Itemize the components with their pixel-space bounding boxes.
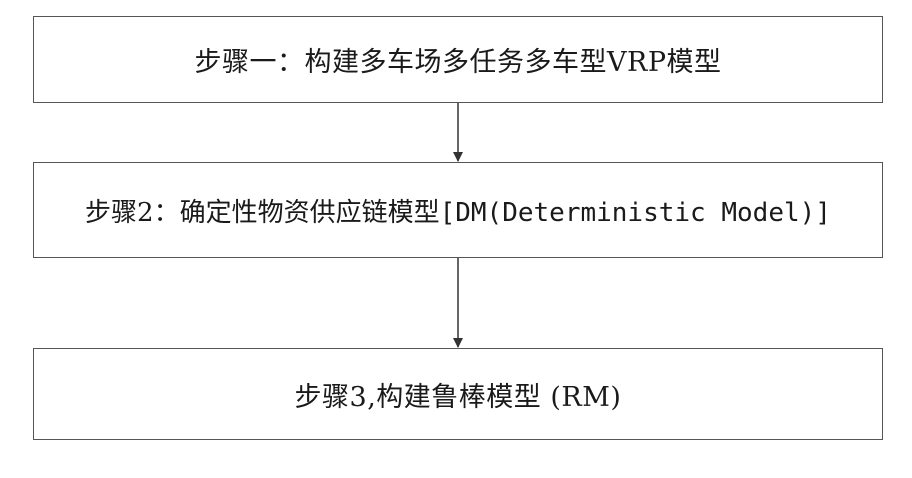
step-1-box: 步骤一：构建多车场多任务多车型VRP模型 xyxy=(33,16,883,103)
step-3-label: 步骤3,构建鲁棒模型 (RM) xyxy=(295,375,622,414)
step-2-label-model: [DM(Deterministic Model)] xyxy=(440,198,831,228)
step-3-box: 步骤3,构建鲁棒模型 (RM) xyxy=(33,348,883,440)
step-2-label: 步骤2：确定性物资供应链模型[DM(Deterministic Model)] xyxy=(85,192,831,229)
step-2-box: 步骤2：确定性物资供应链模型[DM(Deterministic Model)] xyxy=(33,162,883,258)
step-2-label-cjk: 步骤2：确定性物资供应链模型 xyxy=(85,198,440,228)
step-1-label: 步骤一：构建多车场多任务多车型VRP模型 xyxy=(195,40,722,79)
